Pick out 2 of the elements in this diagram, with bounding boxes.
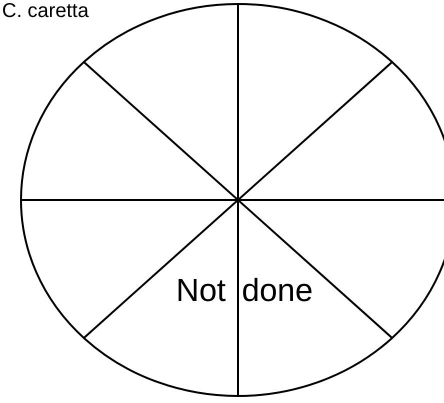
species-label: C. caretta xyxy=(2,1,89,21)
status-label: Not done xyxy=(176,274,313,306)
